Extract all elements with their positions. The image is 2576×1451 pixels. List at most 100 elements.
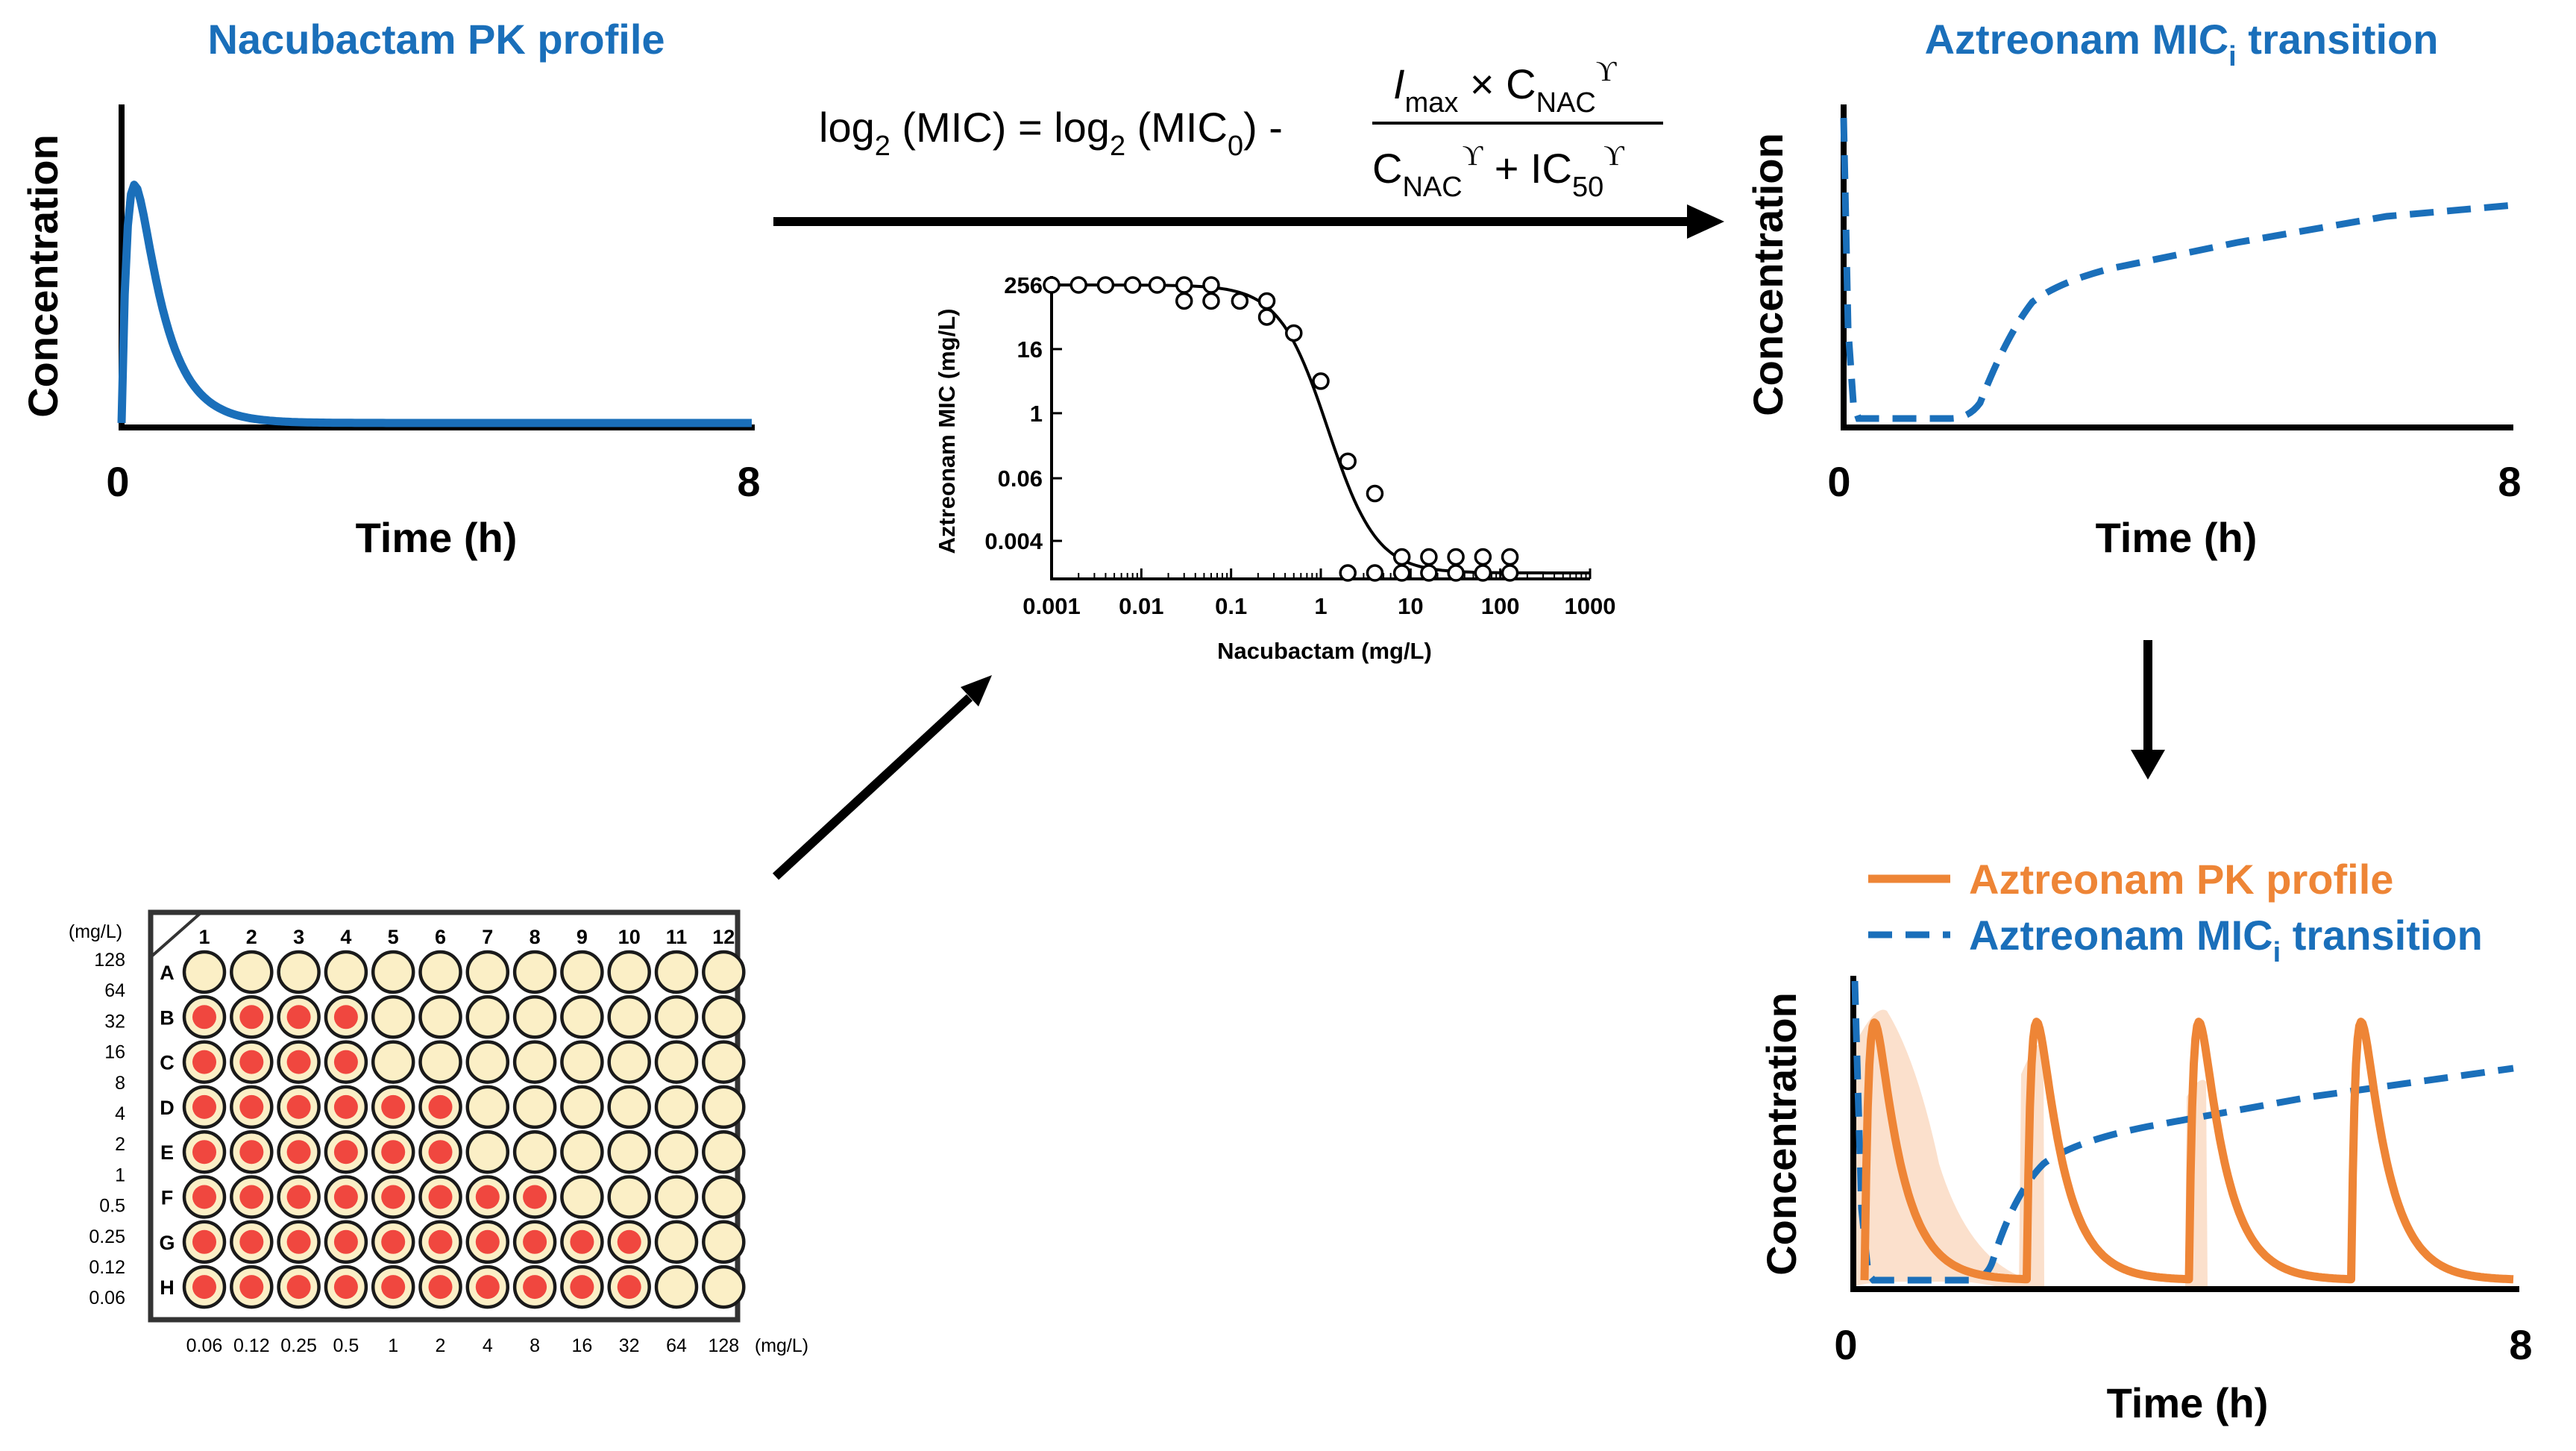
- plate-col-unit: (mg/L): [755, 1335, 808, 1356]
- mic-transition-dashed-curve: [1840, 117, 2514, 422]
- combo-auc-shading: [1853, 1009, 2040, 1287]
- plate-well: [654, 1040, 699, 1084]
- plate-col-conc-label: 8: [530, 1335, 540, 1356]
- plate-well: [607, 950, 651, 994]
- plate-growth-dot: [523, 1185, 547, 1209]
- plate-col-conc-label: 0.12: [233, 1335, 270, 1356]
- plate-growth-dot: [239, 1050, 264, 1074]
- dr-data-point: [1392, 548, 1411, 566]
- nacubactam-pk-panel: Nacubactam PK profile Concentration Time…: [19, 16, 761, 561]
- plate-col-conc-label: 32: [619, 1335, 640, 1356]
- plate-growth-dot: [523, 1275, 547, 1300]
- plate-growth-dot: [428, 1094, 453, 1119]
- plate-growth-dot: [617, 1229, 641, 1254]
- plate-growth-dot: [381, 1229, 406, 1254]
- plate-col-conc-label: 0.5: [333, 1335, 359, 1356]
- legend-item-pk: Aztreonam PK profile: [1969, 856, 2393, 903]
- legend-item-mic: Aztreonam MICi transition: [1969, 912, 2483, 968]
- plate-growth-dot: [239, 1094, 264, 1119]
- plate-col-conc-label: 16: [571, 1335, 592, 1356]
- dr-data-point: [1231, 292, 1249, 310]
- combo-x-label: Time (h): [2107, 1379, 2269, 1426]
- plate-growth-dot: [428, 1275, 453, 1300]
- combo-y-label: Concentration: [1758, 992, 1805, 1276]
- equation: log2 (MIC) = log2 (MIC0) - Imax × CNACϒ …: [819, 56, 1663, 203]
- arrow-to-combo-panel: [2131, 640, 2165, 780]
- dr-data-point: [1043, 276, 1061, 294]
- plate-growth-dot: [381, 1185, 406, 1209]
- plate-well: [654, 1129, 699, 1174]
- combo-legend: Aztreonam PK profile Aztreonam MICi tran…: [1868, 856, 2483, 968]
- plate-row-conc-label: 16: [104, 1042, 125, 1063]
- dr-y-label: Aztreonam MIC (mg/L): [934, 309, 960, 554]
- arrow-plate-to-chart: [772, 675, 992, 880]
- plate-col-conc-label: 0.25: [280, 1335, 317, 1356]
- plate-row-conc-label: 128: [94, 950, 125, 971]
- plate-well: [607, 1085, 651, 1129]
- plate-well: [512, 1129, 557, 1174]
- plate-growth-dot: [381, 1140, 406, 1165]
- plate-growth-dot: [192, 1005, 216, 1030]
- plate-column-number: 5: [388, 926, 399, 948]
- dr-data-point: [1366, 564, 1384, 582]
- plate-row-conc-label: 0.5: [99, 1196, 125, 1217]
- dr-data-point: [1447, 548, 1465, 566]
- plate-row-conc-label: 4: [115, 1103, 125, 1124]
- mic-x-tick-0: 0: [1827, 458, 1850, 505]
- plate-corner-divider: [149, 911, 203, 959]
- equation-numerator: Imax × CNACϒ: [1393, 56, 1617, 119]
- plate-row-unit: (mg/L): [69, 921, 122, 942]
- plate-col-conc-label: 64: [666, 1335, 687, 1356]
- plate-growth-dot: [286, 1050, 311, 1074]
- mic-panel-title: Aztreonam MICi transition: [1925, 16, 2439, 72]
- plate-well: [465, 1085, 510, 1129]
- plate-growth-dot: [286, 1275, 311, 1300]
- plate-row-letter: C: [160, 1052, 175, 1074]
- plate-row-letter: F: [161, 1187, 174, 1209]
- plate-row-conc-label: 0.25: [89, 1226, 125, 1247]
- plate-growth-dot: [192, 1094, 216, 1119]
- plate-growth-dot: [286, 1185, 311, 1209]
- plate-column-number: 7: [482, 926, 493, 948]
- plate-well: [702, 950, 746, 994]
- mic-y-label: Concentration: [1744, 133, 1791, 416]
- dr-y-tick-label: 256: [1004, 272, 1043, 298]
- plate-well: [654, 1220, 699, 1264]
- nac-x-tick-0: 0: [106, 458, 129, 505]
- plate-growth-dot: [192, 1185, 216, 1209]
- dr-points: [1043, 276, 1519, 582]
- plate-well: [702, 1040, 746, 1084]
- plate-col-conc-label: 2: [436, 1335, 446, 1356]
- dr-data-point: [1366, 484, 1384, 503]
- plate-well: [418, 1040, 462, 1084]
- plate-well: [182, 950, 227, 994]
- plate-well: [230, 950, 274, 994]
- dr-data-point: [1420, 548, 1438, 566]
- plate-growth-dot: [286, 1140, 311, 1165]
- plate-growth-dot: [333, 1140, 358, 1165]
- dr-data-point: [1257, 308, 1276, 326]
- plate-growth-dot: [239, 1229, 264, 1254]
- plate-growth-dot: [192, 1229, 216, 1254]
- plate-well: [607, 1129, 651, 1174]
- plate-row-conc-label: 2: [115, 1134, 125, 1155]
- dr-x-tick-label: 1: [1314, 593, 1327, 619]
- plate-well: [702, 1264, 746, 1309]
- plate-well: [371, 995, 415, 1039]
- plate-well: [702, 1175, 746, 1219]
- plate-well: [465, 950, 510, 994]
- plate-column-number: 3: [293, 926, 304, 948]
- plate-well: [371, 950, 415, 994]
- plate-row-letter: G: [159, 1232, 175, 1254]
- dr-data-point: [1202, 276, 1220, 294]
- plate-col-conc-label: 128: [708, 1335, 739, 1356]
- plate-well: [465, 995, 510, 1039]
- dr-x-label: Nacubactam (mg/L): [1217, 638, 1432, 664]
- plate-growth-dot: [333, 1229, 358, 1254]
- dr-y-tick-label: 0.004: [984, 528, 1043, 554]
- dr-x-tick-label: 10: [1398, 593, 1423, 619]
- dr-data-point: [1312, 372, 1330, 390]
